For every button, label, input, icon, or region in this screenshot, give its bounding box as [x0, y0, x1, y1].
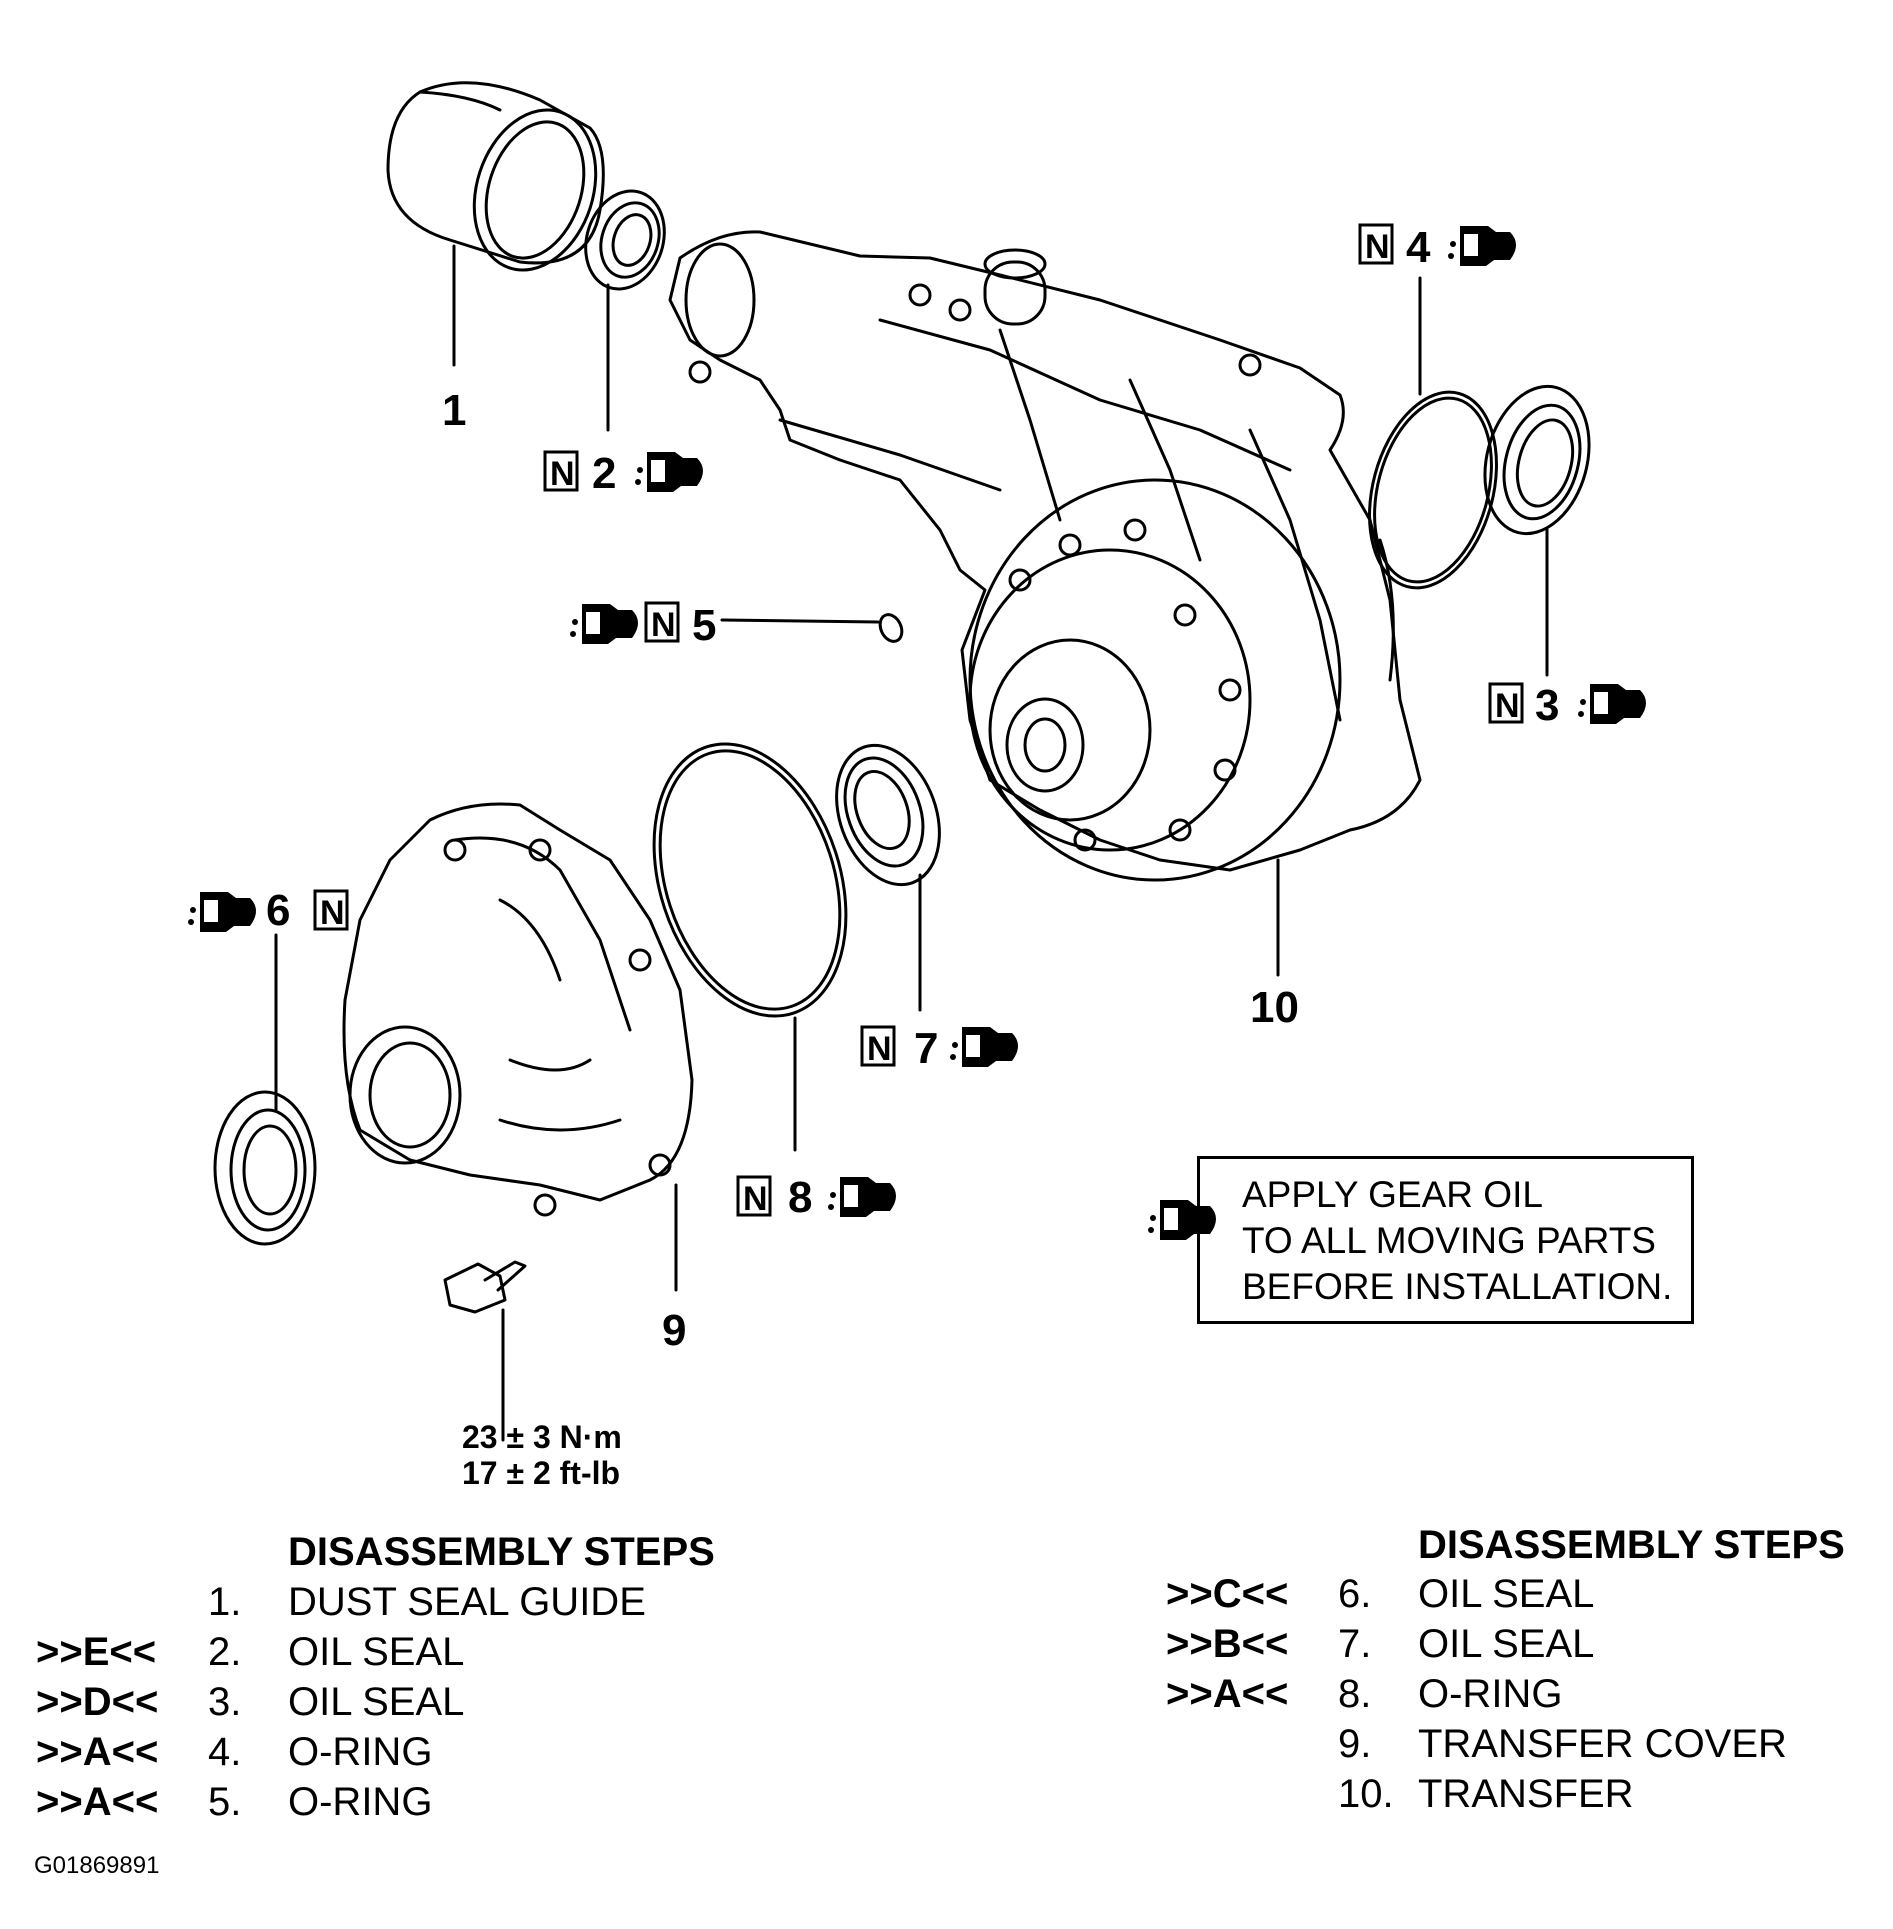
svg-text:N: N	[550, 455, 575, 493]
o-ring-5	[878, 613, 904, 643]
svg-text:N: N	[743, 1180, 768, 1218]
figure-id: G01869891	[34, 1852, 160, 1879]
new-part-mark-7: N	[860, 1025, 896, 1068]
oil-seal-2	[584, 189, 666, 291]
gear-oil-note-box	[1197, 1156, 1694, 1324]
callout-9: 9	[662, 1306, 686, 1355]
transfer-cover	[342, 802, 694, 1217]
cover-bolt	[443, 1260, 527, 1314]
dust-seal-guide	[386, 81, 605, 272]
transfer-assembly	[668, 230, 1422, 882]
svg-text:N: N	[1365, 228, 1390, 266]
torque-metric: 23 ± 3 N·m	[462, 1419, 622, 1455]
note-line-1: APPLY GEAR OIL	[1242, 1174, 1543, 1215]
o-ring-8	[652, 742, 848, 1018]
new-part-mark-3: N	[1488, 682, 1524, 725]
note-line-3: BEFORE INSTALLATION.	[1242, 1266, 1673, 1307]
new-part-mark-2: N	[543, 450, 579, 493]
new-part-mark-5: N	[644, 601, 680, 644]
oil-seal-6	[213, 1090, 317, 1246]
oil-can-icon-4	[1448, 226, 1516, 266]
callout-5: 5	[692, 601, 716, 650]
oil-seal-3	[1483, 384, 1591, 536]
steps-right-title: DISASSEMBLY STEPS	[1418, 1523, 1845, 1567]
oil-seal-7	[835, 743, 941, 887]
callout-3: 3	[1535, 681, 1559, 730]
gear-oil-note-text: APPLY GEAR OIL TO ALL MOVING PARTS BEFOR…	[1242, 1172, 1692, 1310]
torque-imperial: 17 ± 2 ft-lb	[462, 1455, 620, 1491]
oil-can-icon-3	[1578, 684, 1646, 724]
callout-6: 6	[266, 886, 290, 935]
new-part-mark-4: N	[1358, 223, 1394, 266]
svg-text:N: N	[867, 1030, 892, 1068]
new-part-mark-6: N	[313, 889, 349, 932]
note-line-2: TO ALL MOVING PARTS	[1242, 1220, 1656, 1261]
callout-4: 4	[1406, 223, 1431, 272]
svg-text:N: N	[1495, 687, 1520, 725]
svg-text:N: N	[320, 894, 345, 932]
gear-oil-can-icon	[1148, 1200, 1216, 1240]
callout-2: 2	[592, 449, 616, 498]
oil-can-icon-2	[635, 452, 703, 492]
oil-can-icon-8	[828, 1177, 896, 1217]
oil-can-icon-7	[950, 1027, 1018, 1067]
svg-text:N: N	[651, 606, 676, 644]
new-part-mark-8: N	[736, 1175, 772, 1218]
steps-left-title: DISASSEMBLY STEPS	[288, 1530, 715, 1574]
callout-7: 7	[914, 1024, 938, 1073]
callout-10: 10	[1250, 983, 1299, 1032]
callout-8: 8	[788, 1173, 812, 1222]
callout-1: 1	[442, 386, 466, 435]
oil-can-icon-6	[188, 892, 256, 932]
oil-can-icon-5	[570, 604, 638, 644]
o-ring-4	[1368, 390, 1498, 590]
